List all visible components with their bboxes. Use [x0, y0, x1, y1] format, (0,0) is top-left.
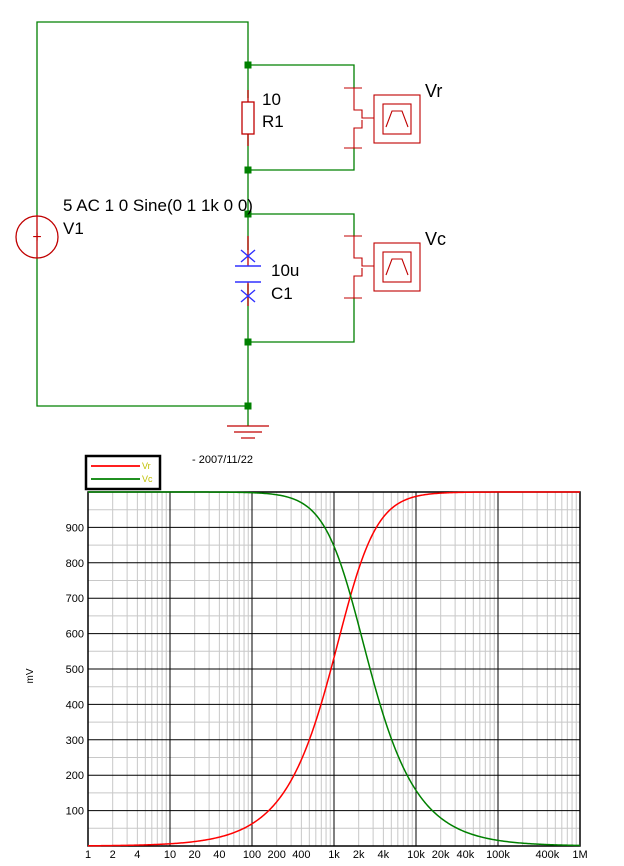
node	[244, 210, 252, 218]
plot-date: - 2007/11/22	[192, 454, 253, 466]
wire-probe-r-top	[248, 64, 355, 88]
wire-probe-c-top	[248, 213, 355, 236]
probe-vr	[344, 87, 421, 149]
nodes	[244, 61, 252, 410]
node	[244, 402, 252, 410]
y-tick-label: 900	[66, 522, 84, 534]
wire-probe-c-bottom	[248, 298, 355, 343]
capacitor-value-label: 10u	[271, 261, 299, 280]
legend-label-vc: Vc	[142, 474, 153, 484]
x-tick-label: 10	[164, 849, 176, 861]
x-tick-label: 40	[213, 849, 225, 861]
node	[244, 166, 252, 174]
resistor-name-label: R1	[262, 112, 284, 131]
node	[244, 338, 252, 346]
x-tick-label: 4k	[378, 849, 390, 861]
x-tick-label: 100	[243, 849, 261, 861]
node	[244, 61, 252, 69]
resistor-r1	[241, 90, 255, 146]
source-name-label: V1	[63, 219, 84, 238]
probe-vc-label: Vc	[425, 229, 446, 249]
y-tick-label: 400	[66, 699, 84, 711]
x-tick-label: 4	[134, 849, 140, 861]
x-tick-label: 2k	[353, 849, 365, 861]
x-tick-label: 20k	[432, 849, 450, 861]
x-tick-label: 1k	[328, 849, 340, 861]
source-spec-label: 5 AC 1 0 Sine(0 1 1k 0 0)	[63, 196, 253, 215]
series-line-vc	[88, 491, 581, 847]
wire-top-loop	[36, 21, 249, 215]
resistor-value-label: 10	[262, 90, 281, 109]
schematic: + 5 AC 1 0 Sine(0 1 1k 0 0) V1 10 R1 10u	[15, 21, 446, 439]
ground-symbol	[227, 425, 269, 439]
x-tick-label: 1	[85, 849, 91, 861]
wire-probe-r-bottom	[248, 148, 355, 171]
voltage-source-v1: +	[15, 215, 59, 259]
y-tick-label: 500	[66, 664, 84, 676]
y-tick-label: 200	[66, 770, 84, 782]
x-tick-label: 400	[292, 849, 310, 861]
source-plus-sign: +	[32, 229, 41, 246]
x-tick-label: 2	[110, 849, 116, 861]
y-tick-label: 600	[66, 629, 84, 641]
x-tick-label: 400k	[535, 849, 559, 861]
plot-frame	[87, 491, 581, 847]
y-tick-label: 100	[66, 806, 84, 818]
capacitor-name-label: C1	[271, 284, 293, 303]
legend: Vr Vc	[84, 454, 162, 491]
x-tick-label: 100k	[486, 849, 510, 861]
y-tick-label: 700	[66, 593, 84, 605]
x-tick-label: 200	[268, 849, 286, 861]
capacitor-c1	[235, 236, 261, 306]
series-line-vr	[87, 491, 580, 847]
plot-area: 100 200 300 400 500 600 700 800 900 1 2 4 10 20 40 100 2…	[66, 491, 588, 861]
x-tick-label: 20	[189, 849, 201, 861]
y-tick-label: 800	[66, 558, 84, 570]
x-tick-label: 1M	[572, 849, 587, 861]
y-axis-label: mV	[25, 668, 36, 683]
probe-vr-label: Vr	[425, 81, 442, 101]
legend-label-vr: Vr	[142, 461, 151, 471]
x-tick-label: 10k	[407, 849, 425, 861]
probe-vc	[344, 235, 421, 299]
wire-left-lower	[36, 258, 248, 407]
wires	[36, 21, 355, 426]
x-tick-label: 40k	[456, 849, 474, 861]
y-tick-label: 300	[66, 735, 84, 747]
